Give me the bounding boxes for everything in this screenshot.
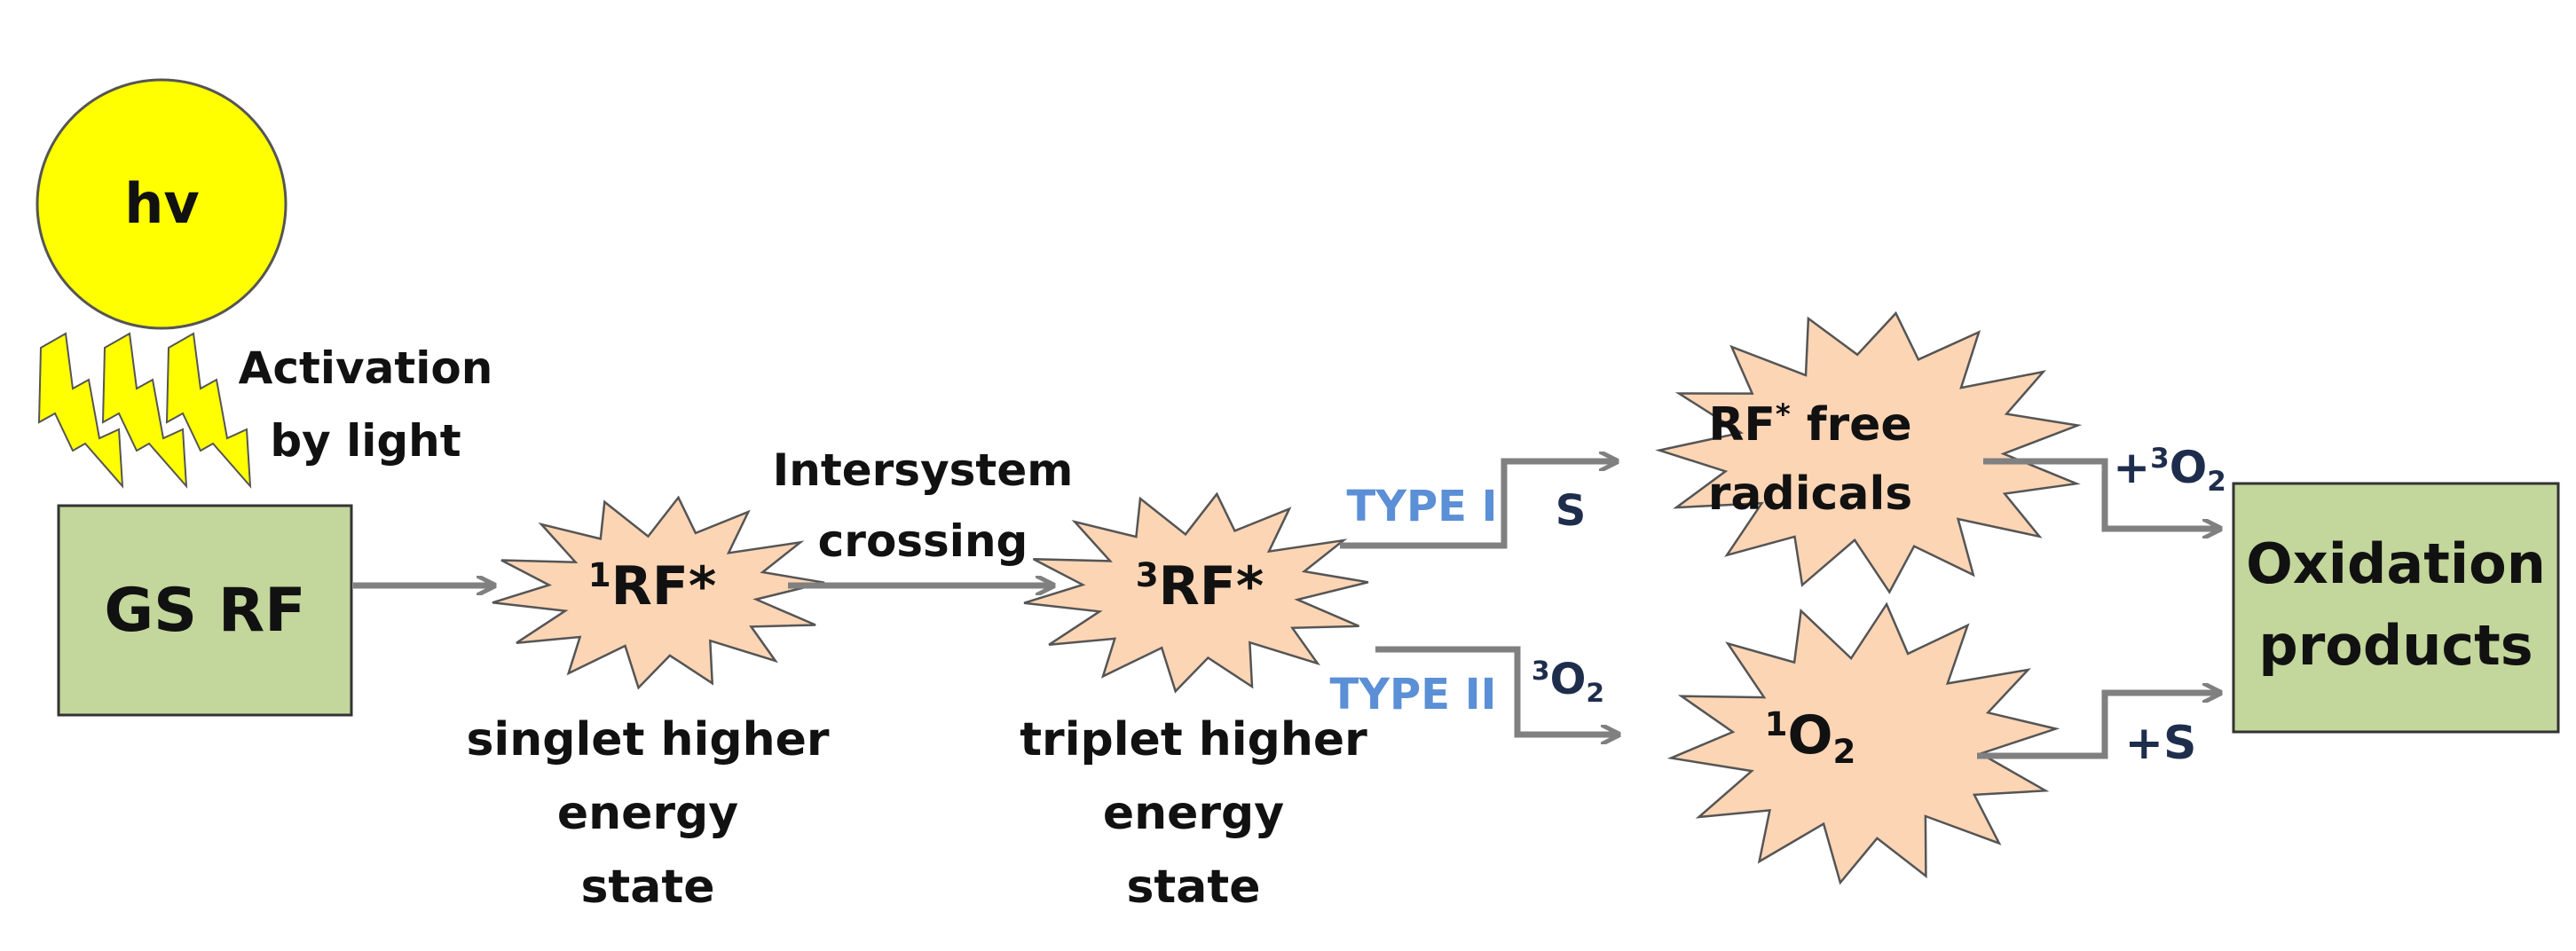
o2-reagent-sup: 3 xyxy=(1531,655,1550,687)
products-line1: Oxidation xyxy=(2246,531,2546,596)
triplet-main: RF* xyxy=(1158,555,1264,617)
lightning-bolt-icon xyxy=(165,332,252,489)
singlet-oxygen-burst xyxy=(1666,601,2060,885)
sun-circle xyxy=(35,78,288,330)
singlet-label: 1RF* xyxy=(550,552,754,621)
ground-state-box xyxy=(57,504,353,717)
radicals-label: RF* free radicals xyxy=(1677,390,1943,529)
ground-state-label: GS RF xyxy=(104,576,306,646)
singlet-oxygen-main: O xyxy=(1787,704,1833,766)
triplet-caption: triplet higher energy state xyxy=(1003,703,1384,924)
activation-line2: by light xyxy=(270,415,461,467)
type1-label: TYPE I xyxy=(1346,482,1498,531)
o2-reagent-label: 3O2 xyxy=(1519,652,1617,707)
radicals-line1: RF* free xyxy=(1677,390,1943,460)
triplet-caption-line3: state xyxy=(1126,861,1261,914)
singlet-caption-line1: singlet higher xyxy=(466,713,830,766)
intersystem-line2: crossing xyxy=(817,515,1028,567)
type2-label: TYPE II xyxy=(1329,670,1497,719)
products-box xyxy=(2232,482,2560,734)
singlet-burst xyxy=(492,495,825,690)
triplet-caption-line2: energy xyxy=(1102,787,1285,840)
plus-o2-pre: + xyxy=(2113,442,2151,493)
lightning-bolt-icon xyxy=(101,332,188,489)
triplet-superscript: 3 xyxy=(1135,554,1159,594)
singlet-oxygen-label: 1O2 xyxy=(1721,701,1899,770)
products-label: Oxidation products xyxy=(2233,523,2558,687)
singlet-oxygen-sup: 1 xyxy=(1764,703,1788,743)
arrow-radicals-to-products xyxy=(1983,458,2218,529)
triplet-burst xyxy=(1023,491,1369,694)
singlet-caption-line3: state xyxy=(580,861,715,914)
plus-o2-label: +3O2 xyxy=(2099,439,2241,497)
triplet-label: 3RF* xyxy=(1089,552,1311,621)
plus-s-label: +S xyxy=(2124,717,2197,770)
intersystem-line1: Intersystem xyxy=(772,444,1074,496)
lightning-bolt-icon xyxy=(37,332,124,489)
singlet-caption-line2: energy xyxy=(556,787,739,840)
s-reagent-label: S xyxy=(1555,486,1587,536)
plus-o2-sub: 2 xyxy=(2207,466,2226,499)
activation-label: Activation by light xyxy=(232,332,499,477)
lightning-bolts xyxy=(37,332,252,489)
radicals-rf: RF xyxy=(1708,398,1776,452)
arrow-type1 xyxy=(1340,461,1615,549)
arrow-type2 xyxy=(1375,646,1617,735)
o2-reagent-main: O xyxy=(1549,655,1587,704)
o2-reagent-sub: 2 xyxy=(1586,677,1605,709)
plus-o2-main: O xyxy=(2169,442,2208,493)
radicals-free: free xyxy=(1790,398,1912,452)
radicals-line2: radicals xyxy=(1707,468,1913,521)
triplet-caption-line1: triplet higher xyxy=(1020,713,1367,766)
radicals-burst xyxy=(1655,310,2083,594)
intersystem-label: Intersystem crossing xyxy=(772,435,1074,577)
singlet-caption: singlet higher energy state xyxy=(461,703,834,924)
singlet-superscript: 1 xyxy=(587,554,611,594)
singlet-main: RF* xyxy=(611,555,717,617)
light-hv-label: hv xyxy=(124,171,200,236)
products-line2: products xyxy=(2258,613,2533,678)
activation-line1: Activation xyxy=(238,342,493,394)
plus-o2-sup: 3 xyxy=(2150,442,2170,475)
singlet-oxygen-sub: 2 xyxy=(1832,732,1856,772)
radicals-star: * xyxy=(1775,397,1791,432)
arrow-oxygen-to-products xyxy=(1977,693,2218,759)
